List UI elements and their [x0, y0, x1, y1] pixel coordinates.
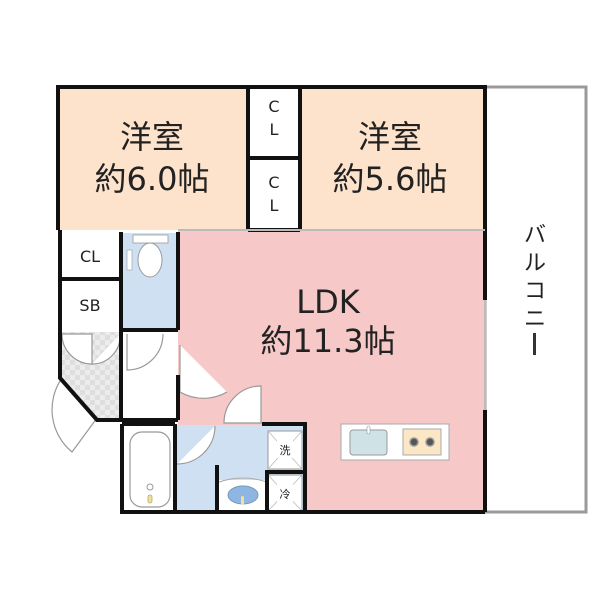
western-room-2 — [300, 87, 485, 230]
western-room-1 — [58, 87, 248, 230]
door-swings — [51, 333, 262, 465]
room-1-size: 約6.0帖 — [95, 160, 210, 198]
balcony — [483, 85, 588, 514]
balcony-label: バ ル コ ニ — [524, 223, 546, 355]
svg-text:コ: コ — [524, 279, 546, 304]
room-2-size: 約5.6帖 — [333, 160, 448, 198]
stove-icon — [402, 428, 442, 456]
bathtub-icon — [129, 431, 171, 508]
toilet-icon — [137, 242, 163, 278]
room-1-name: 洋室 — [120, 118, 184, 156]
svg-text:ル: ル — [524, 251, 546, 276]
closet-1 — [250, 87, 300, 157]
closet-1-l: L — [270, 120, 279, 139]
closet-2-l: L — [270, 196, 279, 215]
svg-text:バ: バ — [524, 223, 546, 248]
room-2-name: 洋室 — [358, 118, 422, 156]
fridge-label: 冷 — [280, 488, 291, 501]
closet-2 — [250, 159, 300, 230]
ldk-size: 約11.3帖 — [260, 322, 395, 360]
closet-3 — [60, 233, 120, 278]
closet-3-label: CL — [80, 247, 100, 266]
shoe-box-label: SB — [79, 296, 100, 315]
shoe-box — [60, 280, 120, 330]
closet-2-c: C — [268, 173, 279, 192]
ldk-name: LDK — [296, 283, 360, 321]
svg-text:ニ: ニ — [524, 307, 546, 332]
walls — [56, 85, 487, 514]
washer-label: 洗 — [280, 444, 291, 457]
closet-1-c: C — [268, 97, 279, 116]
window-walls — [178, 229, 486, 410]
